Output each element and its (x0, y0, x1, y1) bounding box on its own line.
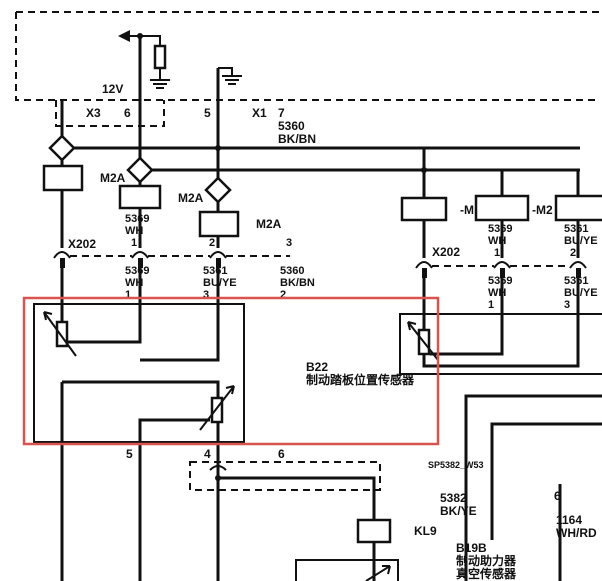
label-x1-pin7: 7 (278, 106, 285, 120)
potentiometer-lower (210, 396, 224, 424)
label-bkbn-b: BK/BN (280, 277, 315, 289)
label-5361-r: 5361 (564, 223, 588, 235)
label-pin6-right: 6 (554, 489, 561, 503)
label-buye-r2: BU/YE (564, 287, 598, 299)
sensor-b19b-housing (295, 559, 399, 581)
label-pin3-b: 3 (203, 289, 209, 301)
label-5369-a: 5369 (125, 213, 149, 225)
label-pin6-bottom: 6 (278, 447, 285, 461)
potentiometer-upper (55, 320, 69, 348)
label-5360-top: 5360 (278, 119, 305, 133)
potentiometer-arrow-icon-2 (199, 385, 235, 431)
label-pin1-r2: 1 (488, 299, 494, 311)
x202-connector-right (415, 261, 587, 278)
arrow-icon-b19b (365, 565, 391, 581)
label-m2a-left: M2A (100, 171, 126, 185)
label-5369-r2: 5369 (488, 275, 512, 287)
label-x1: X1 (252, 106, 267, 120)
label-x1-pin5: 5 (204, 106, 211, 120)
label-pin5-bottom: 5 (126, 447, 133, 461)
component-box-right-1 (400, 196, 448, 222)
label-pin1-b: 1 (125, 289, 131, 301)
label-sp5382: SP5382_W53 (428, 460, 484, 470)
label-5369-r: 5369 (488, 223, 512, 235)
label-12v: 12V (102, 82, 123, 96)
component-box-right-2 (474, 194, 530, 222)
label-b22: B22 (306, 360, 328, 374)
label-pin2-a: 2 (209, 237, 215, 249)
label-5369-b: 5369 (125, 265, 149, 277)
module-boundary-dashed (15, 11, 600, 101)
label-b19b: B19B (456, 541, 487, 555)
label-pin2-r: 2 (570, 247, 576, 259)
x202-connector-left (53, 251, 290, 268)
label-m2a-mid: M2A (178, 191, 204, 205)
diamond-splice-left (48, 134, 76, 162)
label-wh-a: WH (125, 225, 143, 237)
label-m2a-right: M2A (256, 217, 282, 231)
label-pin1-r: 1 (494, 247, 500, 259)
label-bkbn-top: BK/BN (278, 132, 316, 146)
label-pin3-r2: 3 (564, 299, 570, 311)
component-box-m2a-left (118, 184, 162, 210)
label-1164: 1164 (556, 513, 582, 527)
label-wh-r2: WH (488, 287, 506, 299)
label-kl9: KL9 (414, 524, 437, 538)
ground-icon (216, 67, 242, 140)
label-whrd: WH/RD (556, 526, 597, 540)
component-box-m2a-mid (198, 210, 240, 238)
label-pin4-bottom: 4 (204, 447, 211, 461)
label-5361-r2: 5361 (564, 275, 588, 287)
label-x202-left: X202 (68, 237, 96, 251)
label-m-r1: -M (460, 203, 474, 217)
label-5360-b: 5360 (280, 265, 304, 277)
label-5382: 5382 (440, 491, 467, 505)
label-buye-r: BU/YE (564, 235, 598, 247)
label-b22-name: 制动踏板位置传感器 (306, 372, 415, 387)
label-bkye: BK/YE (440, 504, 477, 518)
label-x3-pin: 6 (124, 106, 131, 120)
diamond-splice-m2a-left (126, 156, 154, 184)
bottom-connector-dashed (189, 461, 381, 491)
label-m-r2: -M2 (532, 203, 553, 217)
label-b19b-name2: 真空传感器 (456, 566, 517, 581)
label-x3: X3 (86, 106, 101, 120)
resistor-ground-icon (140, 35, 170, 89)
label-x202-right: X202 (432, 245, 460, 259)
label-buye-b: BU/YE (203, 277, 237, 289)
label-m2a-right-pin: 3 (286, 237, 292, 249)
highlight-box (22, 296, 440, 446)
x3-connector-dashed (55, 100, 165, 127)
potentiometer-arrow-icon (43, 311, 77, 357)
label-b19b-name1: 制动助力器 (456, 553, 517, 568)
component-box-kl9 (356, 518, 392, 544)
diamond-splice-m2a-mid (204, 176, 232, 204)
component-box-left (42, 164, 84, 192)
label-wh-r: WH (488, 235, 506, 247)
label-pin2-b: 2 (280, 289, 286, 301)
component-box-right-3 (554, 194, 602, 222)
label-5361-b: 5361 (203, 265, 227, 277)
label-pin1-a: 1 (131, 237, 137, 249)
